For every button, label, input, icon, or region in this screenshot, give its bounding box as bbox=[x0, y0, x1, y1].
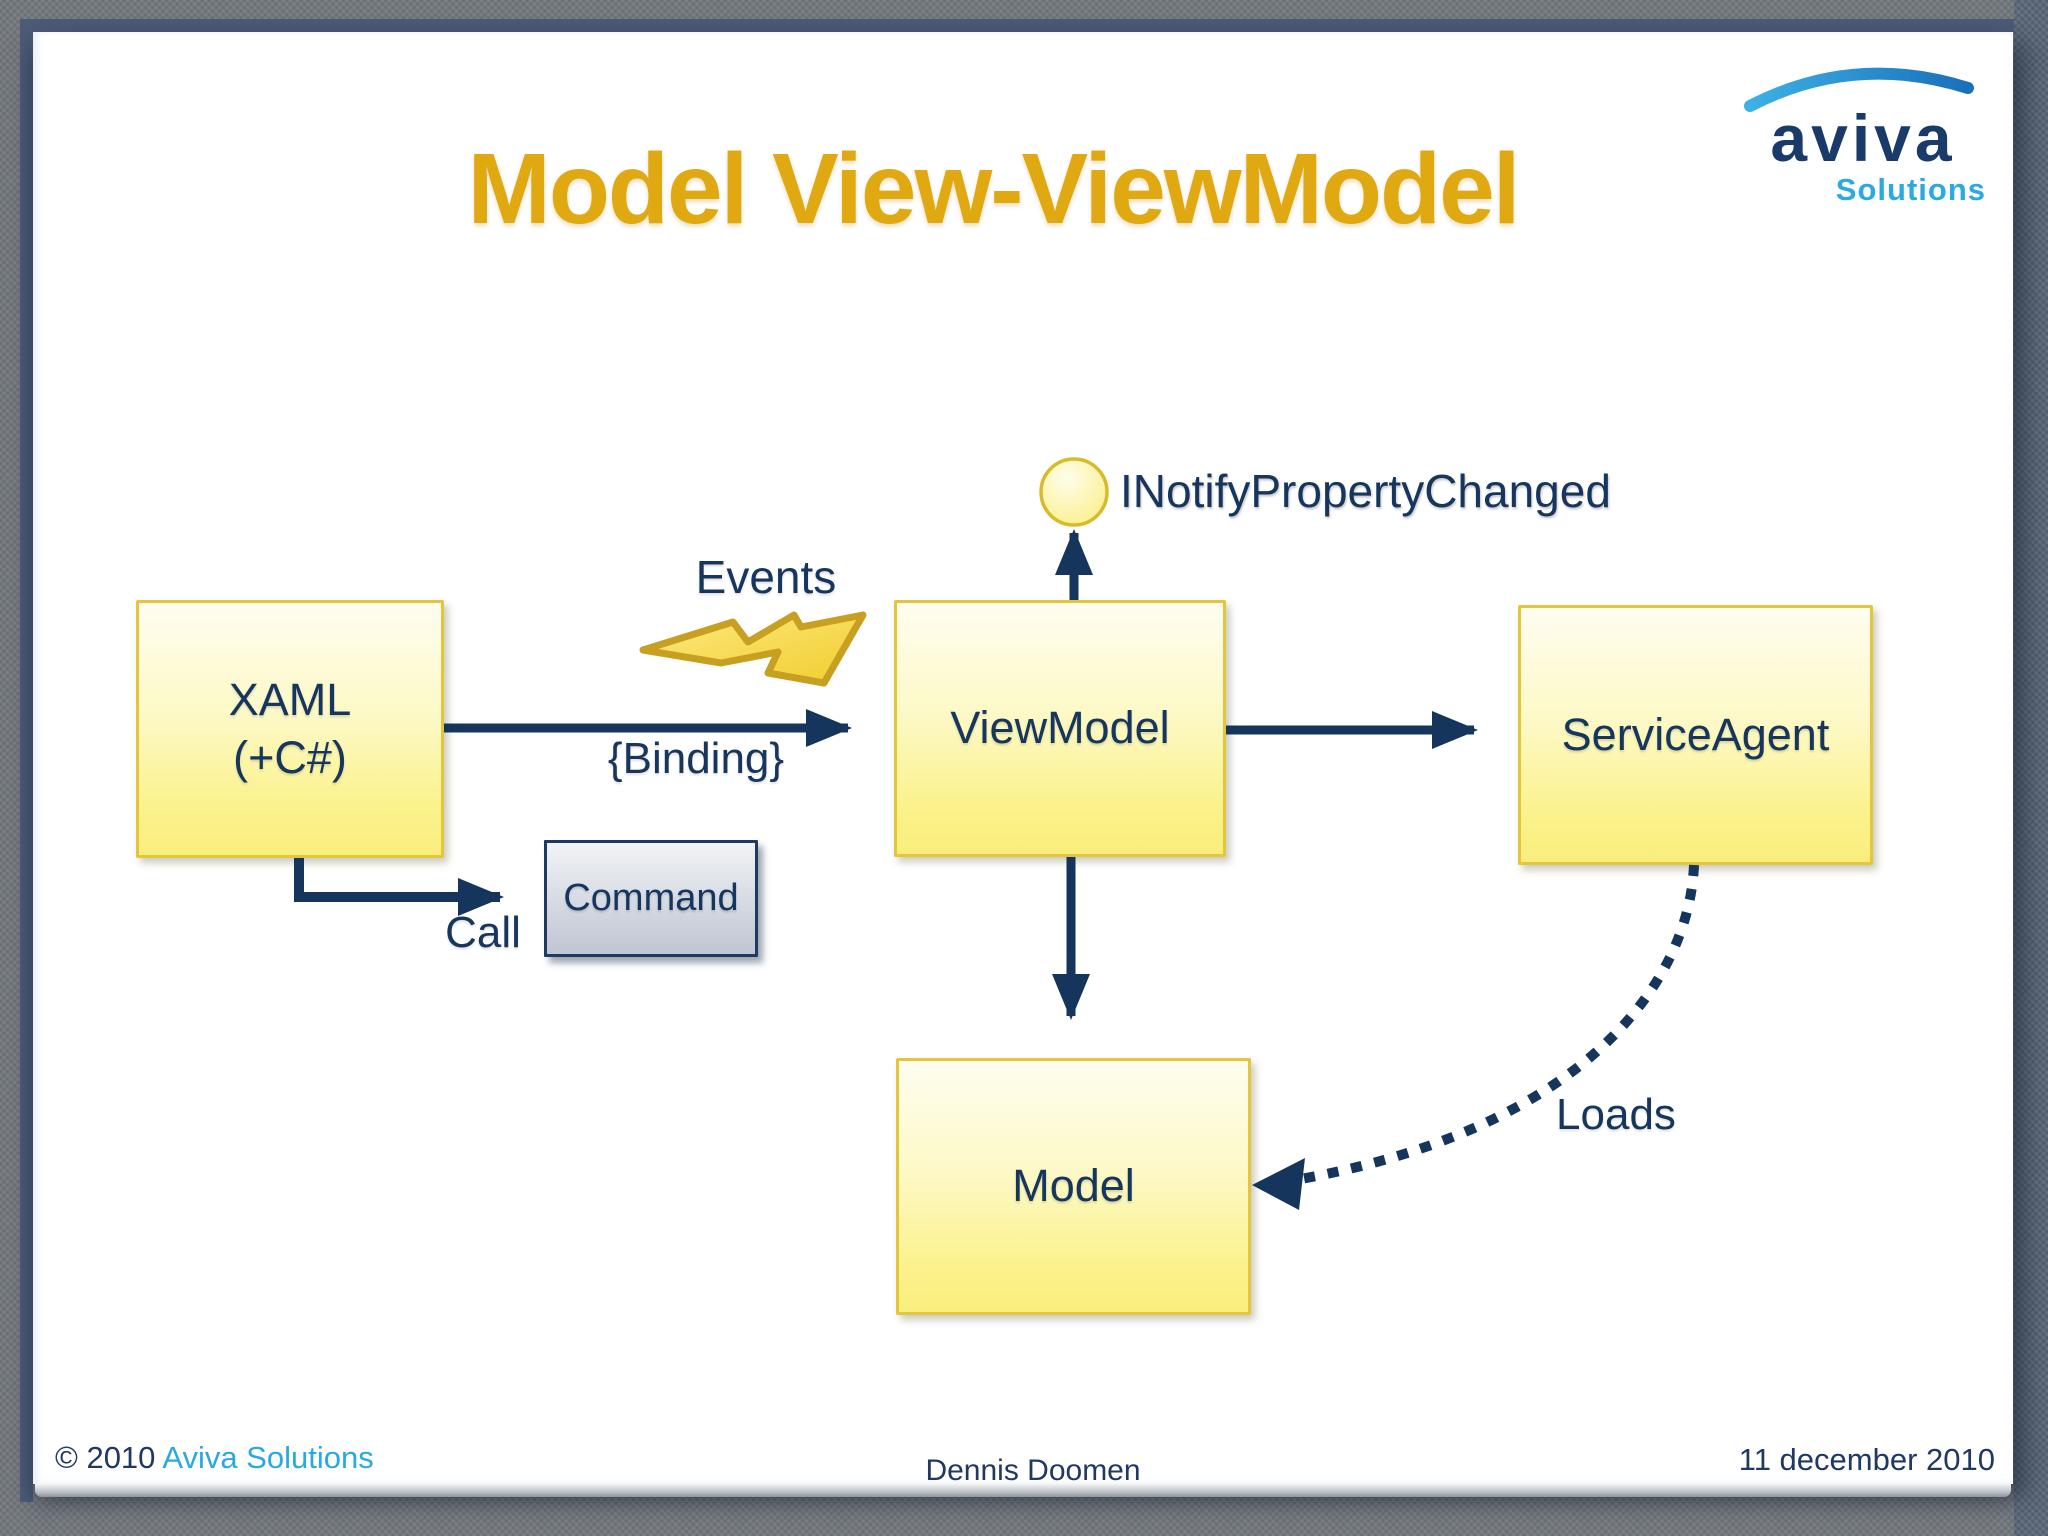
inotify-label: INotifyPropertyChanged bbox=[1120, 465, 1611, 517]
footer-date: 11 december 2010 bbox=[1738, 1442, 1995, 1477]
logo-subtitle-text: Solutions bbox=[1835, 172, 1986, 207]
events-lightning-bolt-icon bbox=[639, 611, 867, 687]
node-viewmodel: ViewModel bbox=[894, 600, 1226, 857]
node-model-label: Model bbox=[1012, 1160, 1135, 1212]
node-serviceagent: ServiceAgent bbox=[1518, 605, 1873, 865]
logo-swoosh-icon bbox=[1744, 67, 1974, 112]
footer-copyright: © 2010 Aviva Solutions bbox=[55, 1440, 374, 1476]
binding-label: {Binding} bbox=[607, 734, 785, 783]
node-command-label: Command bbox=[563, 876, 739, 919]
call-label: Call bbox=[445, 908, 521, 957]
loads-arrowhead bbox=[1252, 1158, 1305, 1210]
node-model: Model bbox=[896, 1058, 1251, 1315]
events-label: Events bbox=[695, 551, 837, 603]
loads-label: Loads bbox=[1556, 1090, 1676, 1139]
node-command: Command bbox=[544, 840, 758, 957]
aviva-solutions-logo: aviva Solutions bbox=[1738, 48, 2030, 220]
slide-frame-border bbox=[20, 19, 2024, 1502]
footer-copyright-year: © 2010 bbox=[55, 1440, 163, 1475]
call-arrow bbox=[294, 858, 504, 916]
window-right-margin bbox=[2014, 0, 2048, 1536]
page-title: Model View-ViewModel bbox=[467, 133, 1521, 245]
loads-dotted-curve bbox=[1294, 864, 1699, 1185]
node-xaml: XAML (+C#) bbox=[136, 600, 444, 858]
node-serviceagent-label: ServiceAgent bbox=[1561, 708, 1830, 760]
logo-brand-text: aviva bbox=[1770, 101, 1956, 175]
node-xaml-label-line2: (+C#) bbox=[233, 732, 347, 783]
node-xaml-label-line1: XAML bbox=[228, 673, 352, 725]
footer-author: Dennis Doomen bbox=[925, 1454, 1141, 1487]
inotify-interface-circle bbox=[1039, 457, 1109, 527]
presentation-slide: Model View-ViewModel aviva Solutions XAM… bbox=[33, 32, 2013, 1497]
footer-company-name: Aviva Solutions bbox=[162, 1440, 374, 1475]
node-viewmodel-label: ViewModel bbox=[950, 702, 1170, 754]
diagram-connectors bbox=[294, 457, 1699, 1210]
